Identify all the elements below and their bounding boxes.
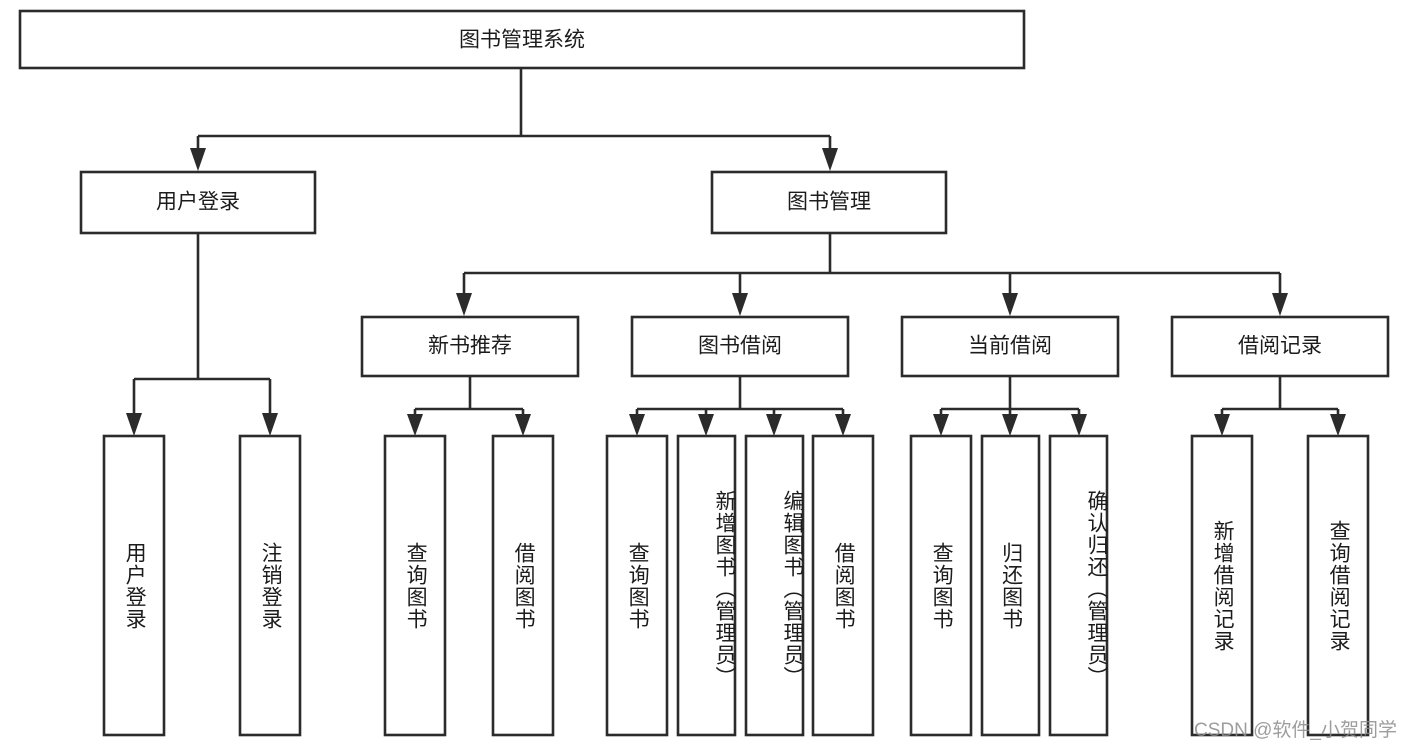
node-box-leaf-10[interactable]: [980, 434, 1041, 737]
node-box-book-borrow[interactable]: [630, 315, 850, 378]
node-box-leaf-11[interactable]: [1048, 434, 1109, 737]
node-label-new-book-rec: 新书推荐: [428, 335, 512, 358]
node-label-root: 图书管理系统: [459, 29, 585, 52]
arrowhead-leaf-9: [933, 414, 949, 436]
node-box-leaf-2[interactable]: [238, 434, 302, 737]
csdn-watermark: CSDN @软件_小贺同学: [1194, 720, 1397, 741]
node-box-leaf-1[interactable]: [102, 434, 166, 737]
arrowhead-leaf-8: [835, 414, 851, 436]
arrowhead-user-login: [190, 148, 206, 171]
arrowhead-leaf-5: [629, 414, 645, 436]
arrowhead-borrow-record: [1272, 293, 1288, 316]
node-box-leaf-4[interactable]: [491, 434, 555, 737]
node-box-current-borrow[interactable]: [900, 315, 1120, 378]
arrowhead-leaf-7: [766, 414, 782, 436]
node-box-leaf-9[interactable]: [909, 434, 973, 737]
arrowhead-leaf-3: [407, 414, 423, 436]
node-label-user-login: 用户登录: [156, 191, 240, 214]
node-box-root[interactable]: [18, 9, 1026, 70]
arrowhead-book-borrow: [732, 293, 748, 316]
arrowhead-leaf-4: [515, 414, 531, 436]
node-label-borrow-record: 借阅记录: [1238, 335, 1322, 358]
node-box-new-book-rec[interactable]: [360, 315, 580, 378]
arrowhead-leaf-2: [262, 413, 278, 436]
arrowhead-new-book-rec: [456, 293, 472, 316]
node-group: 图书管理系统 用户登录 图书管理 新书推荐 图书借阅 当前借阅 借阅记录: [18, 9, 1390, 737]
node-box-user-login[interactable]: [79, 170, 317, 235]
arrowhead-book-manage: [822, 148, 838, 171]
arrowhead-current-borrow: [1002, 293, 1018, 316]
arrowhead-leaf-13: [1330, 414, 1346, 436]
node-box-leaf-12[interactable]: [1190, 434, 1254, 737]
arrowhead-leaf-11: [1071, 414, 1087, 436]
node-box-leaf-8[interactable]: [811, 434, 875, 737]
arrowhead-leaf-1: [126, 413, 142, 436]
node-box-book-manage[interactable]: [710, 170, 948, 235]
node-label-book-manage: 图书管理: [787, 191, 871, 214]
node-box-leaf-3[interactable]: [383, 434, 447, 737]
node-box-leaf-7[interactable]: [744, 434, 805, 737]
node-box-borrow-record[interactable]: [1170, 315, 1390, 378]
arrowhead-leaf-6: [698, 414, 714, 436]
arrowhead-leaf-10: [1002, 414, 1018, 436]
arrowhead-leaf-12: [1214, 414, 1230, 436]
node-label-current-borrow: 当前借阅: [968, 335, 1052, 358]
node-box-leaf-6[interactable]: [676, 434, 737, 737]
node-label-book-borrow: 图书借阅: [698, 335, 782, 358]
edge-group: [126, 68, 1346, 436]
node-box-leaf-13[interactable]: [1306, 434, 1370, 737]
node-box-leaf-5[interactable]: [605, 434, 669, 737]
